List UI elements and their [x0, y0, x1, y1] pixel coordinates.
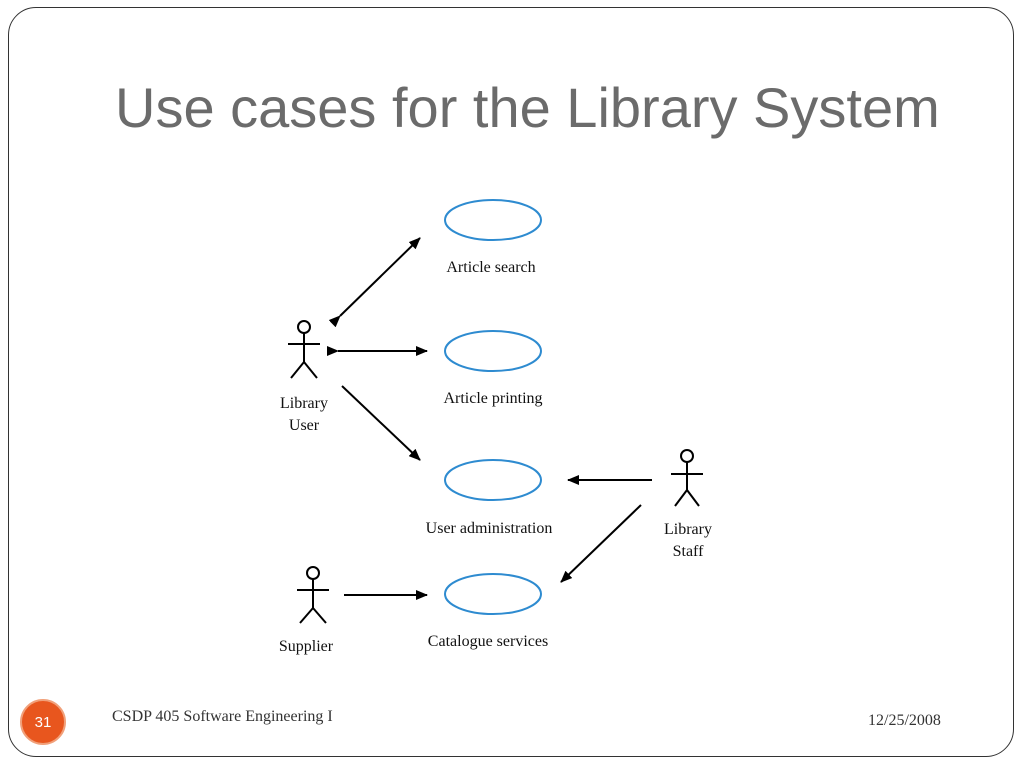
slide-number-badge: 31	[20, 699, 66, 745]
association-user-user-administration	[341, 385, 421, 461]
footer-course-title: CSDP 405 Software Engineering I	[112, 708, 333, 725]
association-staff-catalogue-services	[560, 504, 642, 583]
use-case-label-article-search: Article search	[446, 259, 535, 276]
use-case-label-catalogue-services: Catalogue services	[428, 633, 548, 650]
use-case-user-administration	[444, 459, 542, 501]
association-user-article-search	[328, 237, 421, 328]
use-case-article-printing	[444, 330, 542, 372]
slide-frame	[8, 7, 1014, 757]
actor-supplier	[297, 566, 329, 624]
actor-label-library-staff-line1: Library	[664, 521, 712, 538]
actor-library-user	[288, 320, 320, 379]
footer-date: 12/25/2008	[868, 712, 941, 729]
actor-label-supplier: Supplier	[279, 638, 334, 655]
actor-library-staff	[671, 449, 703, 507]
use-case-catalogue-services	[444, 573, 542, 615]
use-case-label-article-printing: Article printing	[443, 390, 542, 407]
slide-number: 31	[34, 713, 52, 731]
use-case-label-user-administration: User administration	[426, 520, 553, 537]
actor-label-library-user-line2: User	[289, 417, 320, 434]
use-case-article-search	[444, 199, 542, 241]
slide-title: Use cases for the Library System	[115, 76, 940, 139]
actor-label-library-staff-line2: Staff	[673, 543, 704, 560]
actor-label-library-user-line1: Library	[280, 395, 328, 412]
